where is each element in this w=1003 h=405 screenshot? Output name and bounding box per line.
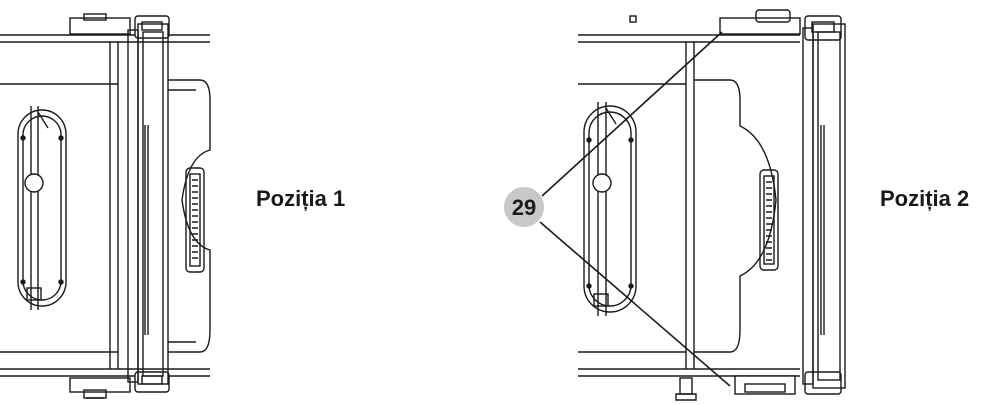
leader-line-bottom bbox=[539, 221, 731, 387]
figure-position-1 bbox=[0, 13, 211, 399]
figure-position-2 bbox=[578, 9, 846, 401]
callout-circle bbox=[504, 187, 544, 227]
leader-line-top bbox=[541, 31, 723, 197]
label-position-1: Poziția 1 bbox=[256, 186, 346, 211]
callout-number: 29 bbox=[512, 195, 536, 220]
label-position-2: Poziția 2 bbox=[880, 186, 970, 211]
callout-29: 29 bbox=[504, 31, 731, 387]
